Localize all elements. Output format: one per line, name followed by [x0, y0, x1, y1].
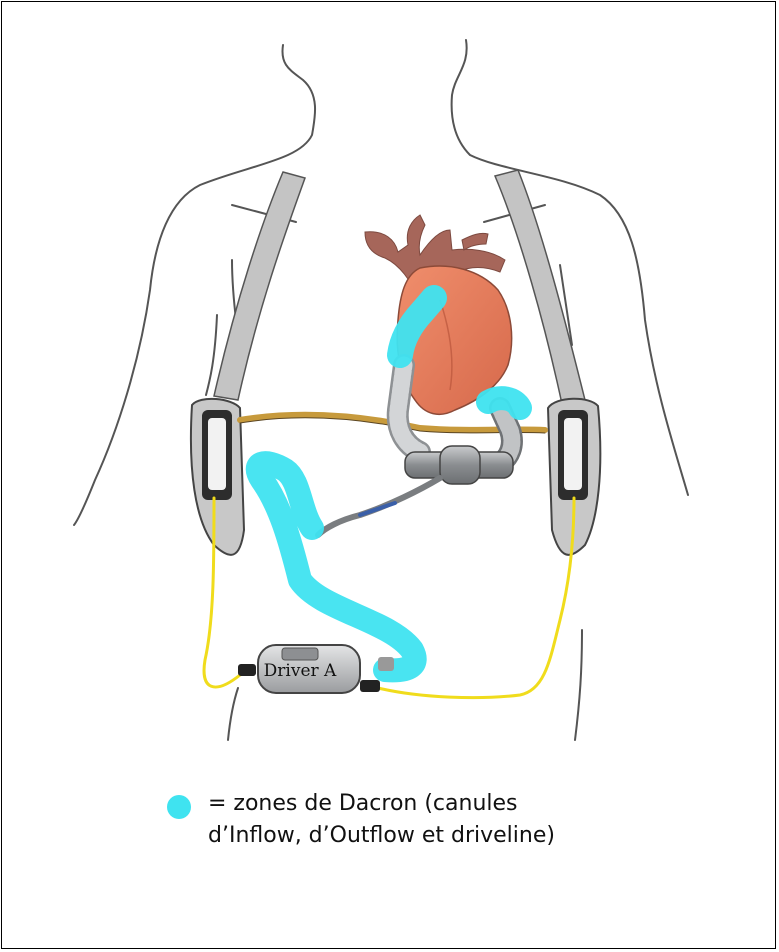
- controller-label: Driver A: [264, 661, 337, 681]
- dacron-inflow-zone: [488, 398, 520, 408]
- dacron-swatch-icon: [166, 794, 192, 820]
- dacron-driveline-zone: [258, 463, 415, 670]
- battery-holster-left: [191, 399, 244, 555]
- legend-line-2: d’Inflow, d’Outflow et driveline): [208, 823, 555, 848]
- lvad-pump: [405, 446, 513, 484]
- legend-line-1: = zones de Dacron (canules: [208, 791, 518, 816]
- legend-text: = zones de Dacron (canules d’Inflow, d’O…: [208, 788, 555, 852]
